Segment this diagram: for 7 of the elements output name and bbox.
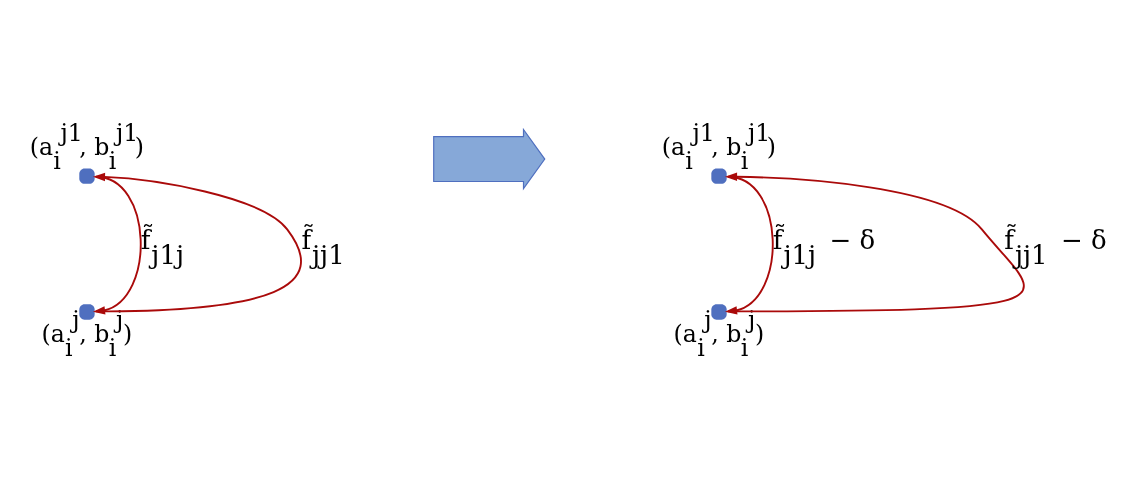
node-circle [79,168,95,184]
node-circle [711,303,727,320]
node-circle [711,168,727,184]
arrow [725,172,1025,312]
arrow [92,172,302,312]
node-arrow [433,127,546,190]
node-circle [79,303,95,320]
